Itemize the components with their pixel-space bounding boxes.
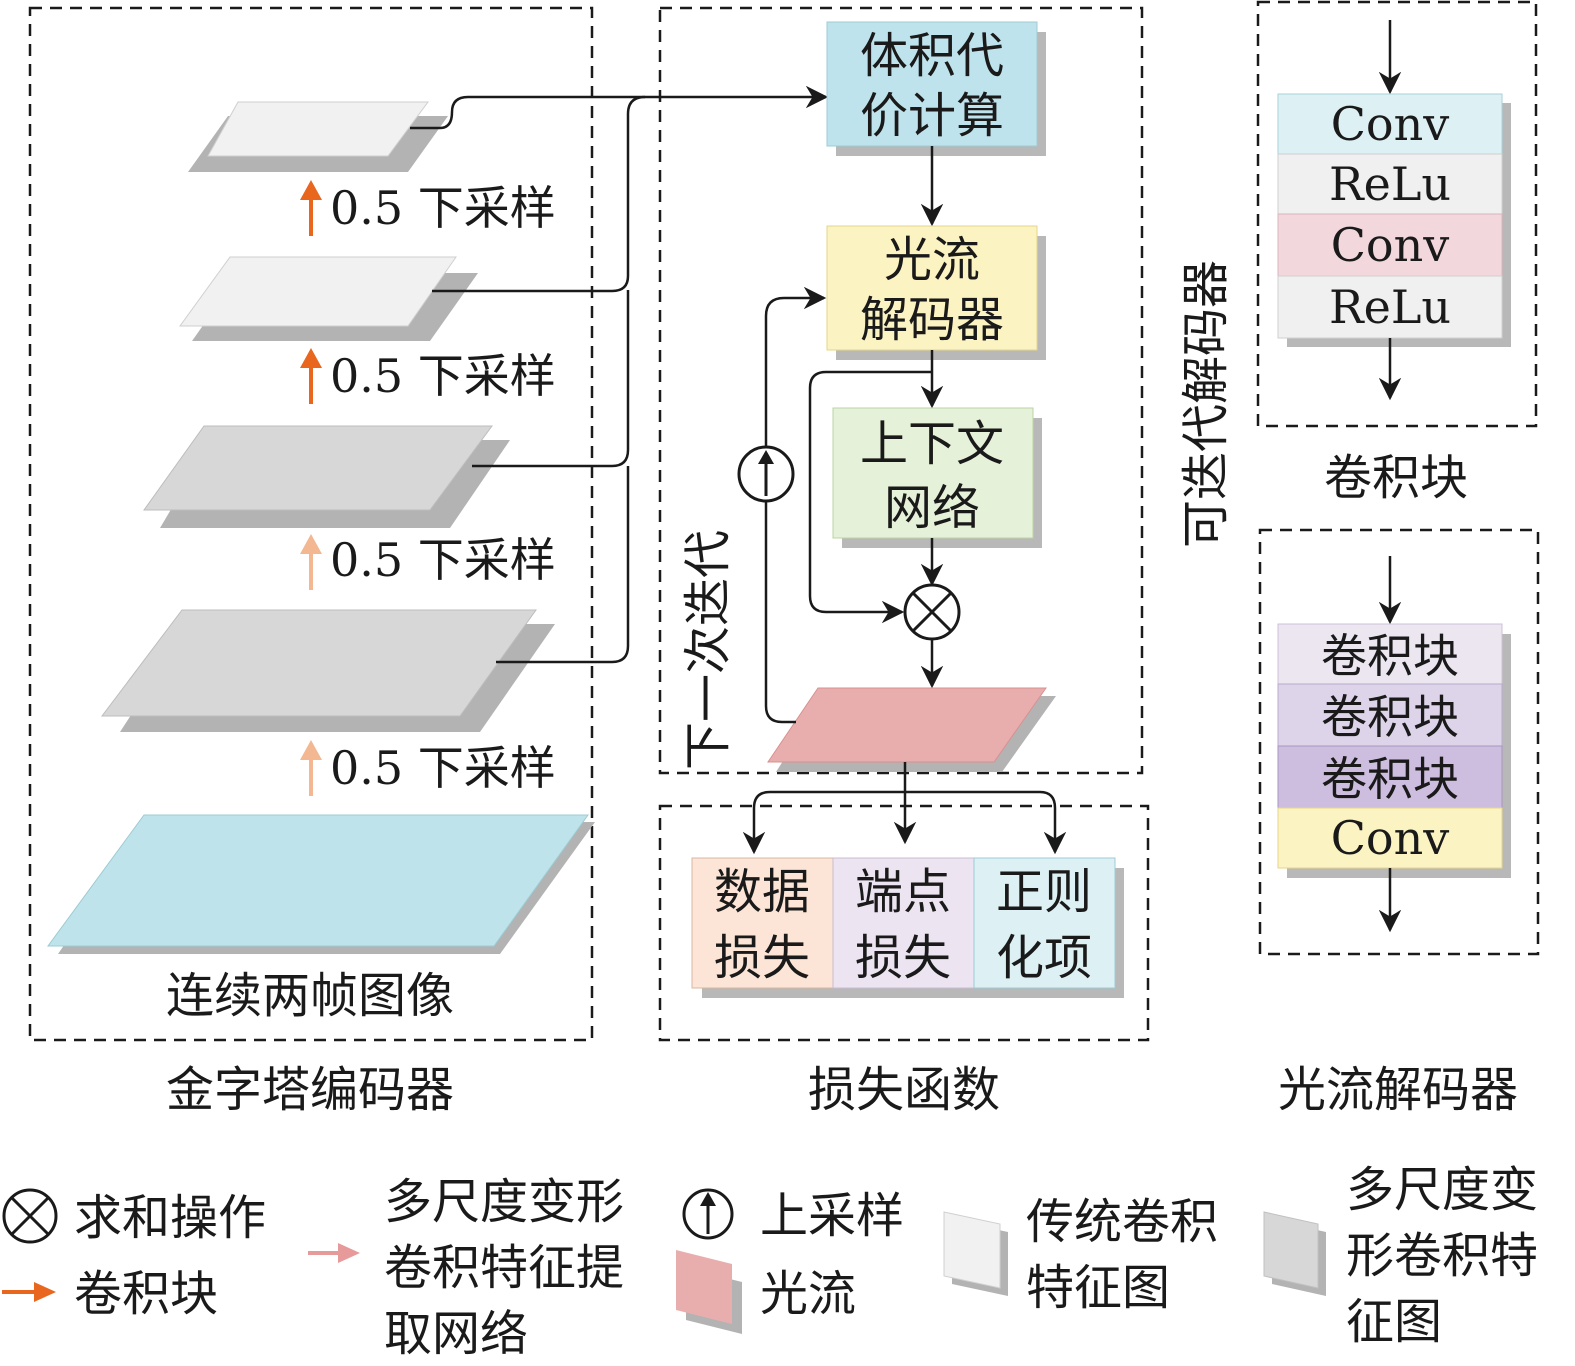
flow-decoder-layer-1: 卷积块 bbox=[1277, 623, 1503, 685]
iterative-decoder: 体积代 价计算 光流 解码器 上下文 网络 bbox=[658, 6, 1144, 775]
conv-block-layer-4-label: ReLu bbox=[1329, 280, 1451, 334]
downsample-label-4: 0.5 下采样 bbox=[330, 741, 556, 795]
loss-data-line1: 数据 bbox=[714, 864, 810, 920]
pyramid-encoder-frame bbox=[28, 6, 594, 1042]
conv-block-layer-2-label: ReLu bbox=[1329, 157, 1451, 211]
flow-output bbox=[767, 687, 1056, 772]
context-network-line2: 网络 bbox=[884, 480, 980, 536]
loss-endpoint-line1: 端点 bbox=[855, 864, 951, 920]
conv-block-title: 卷积块 bbox=[1324, 450, 1468, 506]
iterative-decoder-title: 可迭代解码器 bbox=[1178, 260, 1234, 548]
upsample-icon bbox=[737, 445, 795, 503]
downsample-label-1: 0.5 下采样 bbox=[330, 181, 556, 235]
loss-endpoint-line2: 损失 bbox=[855, 930, 951, 986]
legend-deform-line2: 形卷积特 bbox=[1346, 1228, 1538, 1284]
loss-data-term: 数据 损失 bbox=[691, 857, 834, 989]
pyramid-encoder: 0.5 下采样 0.5 下采样 0.5 下采样 bbox=[28, 6, 595, 1118]
flow-decoder-layer-4: Conv bbox=[1277, 807, 1503, 869]
loss-regularization-term: 正则 化项 bbox=[973, 857, 1116, 989]
legend-traditional-swatch bbox=[943, 1211, 1008, 1296]
legend-deform-line1: 多尺度变 bbox=[1346, 1162, 1538, 1218]
input-image-plane bbox=[47, 814, 595, 954]
legend-flow-label: 光流 bbox=[760, 1266, 856, 1322]
context-network-box: 上下文 网络 bbox=[832, 407, 1042, 548]
legend-pink-arrow-icon bbox=[308, 1243, 360, 1263]
legend-deform-line3: 征图 bbox=[1346, 1294, 1442, 1350]
legend: 求和操作 卷积块 多尺度变形 卷积特征提 取网络 上采样 bbox=[2, 1162, 1538, 1362]
loss-function: 数据 损失 端点 损失 正则 化项 损失函数 bbox=[658, 762, 1150, 1118]
conv-block-frame bbox=[1256, 0, 1538, 428]
flow-decoder-title: 光流解码器 bbox=[1278, 1062, 1518, 1118]
legend-upsample-label: 上采样 bbox=[760, 1188, 904, 1244]
legend-upsample: 上采样 bbox=[682, 1188, 904, 1244]
flow-decoder-frame bbox=[1258, 528, 1540, 956]
flow-decoder-layer-3-label: 卷积块 bbox=[1321, 752, 1459, 806]
legend-deform-swatch bbox=[1263, 1211, 1326, 1296]
legend-deform-network-line3: 取网络 bbox=[384, 1306, 528, 1362]
conv-block-layer-3: Conv bbox=[1277, 213, 1503, 277]
loss-function-title: 损失函数 bbox=[808, 1062, 1000, 1118]
flow-decoder-box: 光流 解码器 bbox=[826, 225, 1046, 360]
loss-reg-line1: 正则 bbox=[996, 864, 1092, 920]
downsample-label-2: 0.5 下采样 bbox=[330, 349, 556, 403]
downsample-step-1: 0.5 下采样 bbox=[300, 180, 556, 236]
loss-data-line2: 损失 bbox=[714, 930, 810, 986]
legend-conv-block: 卷积块 bbox=[2, 1266, 218, 1322]
context-network-line1: 上下文 bbox=[860, 416, 1004, 472]
legend-orange-arrow-icon bbox=[2, 1282, 56, 1302]
input-image-label: 连续两帧图像 bbox=[166, 968, 454, 1024]
feature-map-level-4 bbox=[188, 101, 448, 172]
legend-deform-network-line2: 卷积特征提 bbox=[384, 1240, 624, 1296]
conv-block-layer-1-label: Conv bbox=[1331, 97, 1450, 151]
sum-operator-icon bbox=[903, 583, 961, 641]
iterative-decoder-frame bbox=[658, 6, 1144, 775]
legend-sum-label: 求和操作 bbox=[74, 1190, 266, 1246]
feature-map-level-1 bbox=[100, 609, 555, 732]
legend-deform-network-line1: 多尺度变形 bbox=[384, 1174, 624, 1230]
legend-traditional-line1: 传统卷积 bbox=[1026, 1194, 1218, 1250]
legend-traditional-feature: 传统卷积 特征图 bbox=[943, 1194, 1218, 1316]
flow-decoder-layer-4-label: Conv bbox=[1331, 811, 1450, 865]
conv-block-layer-1: Conv bbox=[1277, 93, 1503, 155]
pyramid-encoder-title: 金字塔编码器 bbox=[166, 1062, 454, 1118]
downsample-step-2: 0.5 下采样 bbox=[300, 348, 556, 404]
legend-traditional-line2: 特征图 bbox=[1026, 1260, 1170, 1316]
flow-decoder-layer-1-label: 卷积块 bbox=[1321, 629, 1459, 683]
feature-map-level-2 bbox=[143, 425, 510, 528]
next-iteration-label: 下一次迭代 bbox=[680, 530, 736, 770]
legend-deform-feature: 多尺度变 形卷积特 征图 bbox=[1263, 1162, 1538, 1350]
legend-flow-swatch bbox=[676, 1250, 742, 1334]
flow-decoder-layer-2: 卷积块 bbox=[1277, 683, 1503, 747]
downsample-step-3: 0.5 下采样 bbox=[300, 533, 556, 590]
flow-decoder-line1: 光流 bbox=[884, 232, 980, 288]
conv-block-layer-2: ReLu bbox=[1277, 153, 1503, 215]
flow-decoder-layer-3: 卷积块 bbox=[1277, 745, 1503, 809]
pyramid-connectors bbox=[410, 85, 829, 664]
loss-reg-line2: 化项 bbox=[996, 930, 1092, 986]
loss-endpoint-term: 端点 损失 bbox=[832, 857, 975, 989]
legend-conv-block-label: 卷积块 bbox=[74, 1266, 218, 1322]
feature-map-level-3 bbox=[179, 256, 478, 341]
downsample-label-3: 0.5 下采样 bbox=[330, 533, 556, 587]
cost-volume-line2: 价计算 bbox=[860, 88, 1004, 144]
conv-block-detail: Conv ReLu Conv ReLu 卷积块 bbox=[1256, 0, 1538, 506]
flow-decoder-line2: 解码器 bbox=[860, 292, 1004, 348]
conv-block-layer-4: ReLu bbox=[1277, 275, 1503, 339]
legend-flow: 光流 bbox=[676, 1250, 856, 1334]
legend-upsample-icon bbox=[682, 1188, 734, 1240]
flow-decoder-detail: 卷积块 卷积块 卷积块 Conv 光流解码器 bbox=[1258, 528, 1540, 1118]
conv-block-layer-3-label: Conv bbox=[1331, 218, 1450, 272]
legend-sum: 求和操作 bbox=[2, 1188, 266, 1246]
flow-decoder-layer-2-label: 卷积块 bbox=[1321, 690, 1459, 744]
legend-sum-icon bbox=[2, 1188, 58, 1244]
legend-deform-network: 多尺度变形 卷积特征提 取网络 bbox=[308, 1174, 624, 1362]
cost-volume-line1: 体积代 bbox=[860, 28, 1004, 84]
cost-volume-box: 体积代 价计算 bbox=[826, 21, 1046, 156]
downsample-step-4: 0.5 下采样 bbox=[300, 740, 556, 796]
